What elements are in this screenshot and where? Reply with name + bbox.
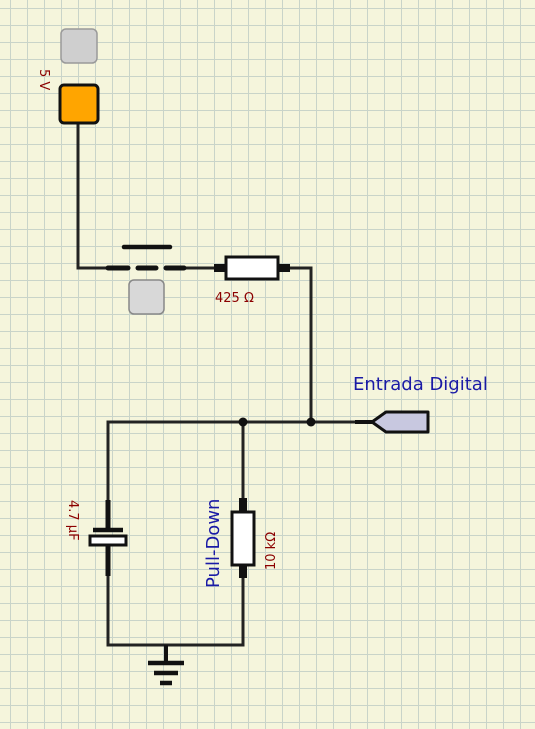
pulldown-body[interactable] — [230, 510, 256, 567]
wire-supply-to-switch — [76, 124, 110, 270]
digital-input-probe[interactable]: Entrada Digital — [353, 374, 488, 434]
r1-left-lead — [214, 264, 226, 272]
power-terminal[interactable] — [58, 83, 100, 125]
junction-pulldown-bus — [238, 417, 248, 427]
junction-r1-bus — [306, 417, 316, 427]
r1-right-lead — [278, 264, 290, 272]
wire-top-bus — [106, 420, 360, 522]
cap-value-label: 4.7 μF — [65, 500, 80, 541]
push-switch[interactable] — [105, 244, 187, 315]
probe-body[interactable] — [370, 410, 430, 434]
pulldown-resistor[interactable]: Pull-Down 10 kΩ — [203, 498, 279, 588]
r1-body[interactable] — [224, 255, 280, 281]
resistor-r1[interactable]: 425 Ω — [214, 255, 290, 306]
switch-press-button[interactable] — [128, 279, 165, 315]
power-voltage-label: 5 V — [36, 69, 51, 90]
pulldown-bottom-lead — [239, 564, 247, 578]
cap-plate-bottom — [88, 534, 128, 547]
pulldown-value-label: 10 kΩ — [264, 532, 279, 570]
power-toggle-button[interactable] — [60, 28, 98, 64]
r1-value-label: 425 Ω — [215, 291, 254, 306]
probe-label: Entrada Digital — [353, 374, 488, 395]
pulldown-label: Pull-Down — [203, 499, 224, 588]
capacitor[interactable]: 4.7 μF — [65, 500, 128, 576]
power-source[interactable]: 5 V — [36, 28, 100, 125]
pulldown-top-lead — [239, 498, 247, 512]
ground-symbol — [148, 645, 184, 686]
wire-r1-to-node — [288, 266, 313, 424]
